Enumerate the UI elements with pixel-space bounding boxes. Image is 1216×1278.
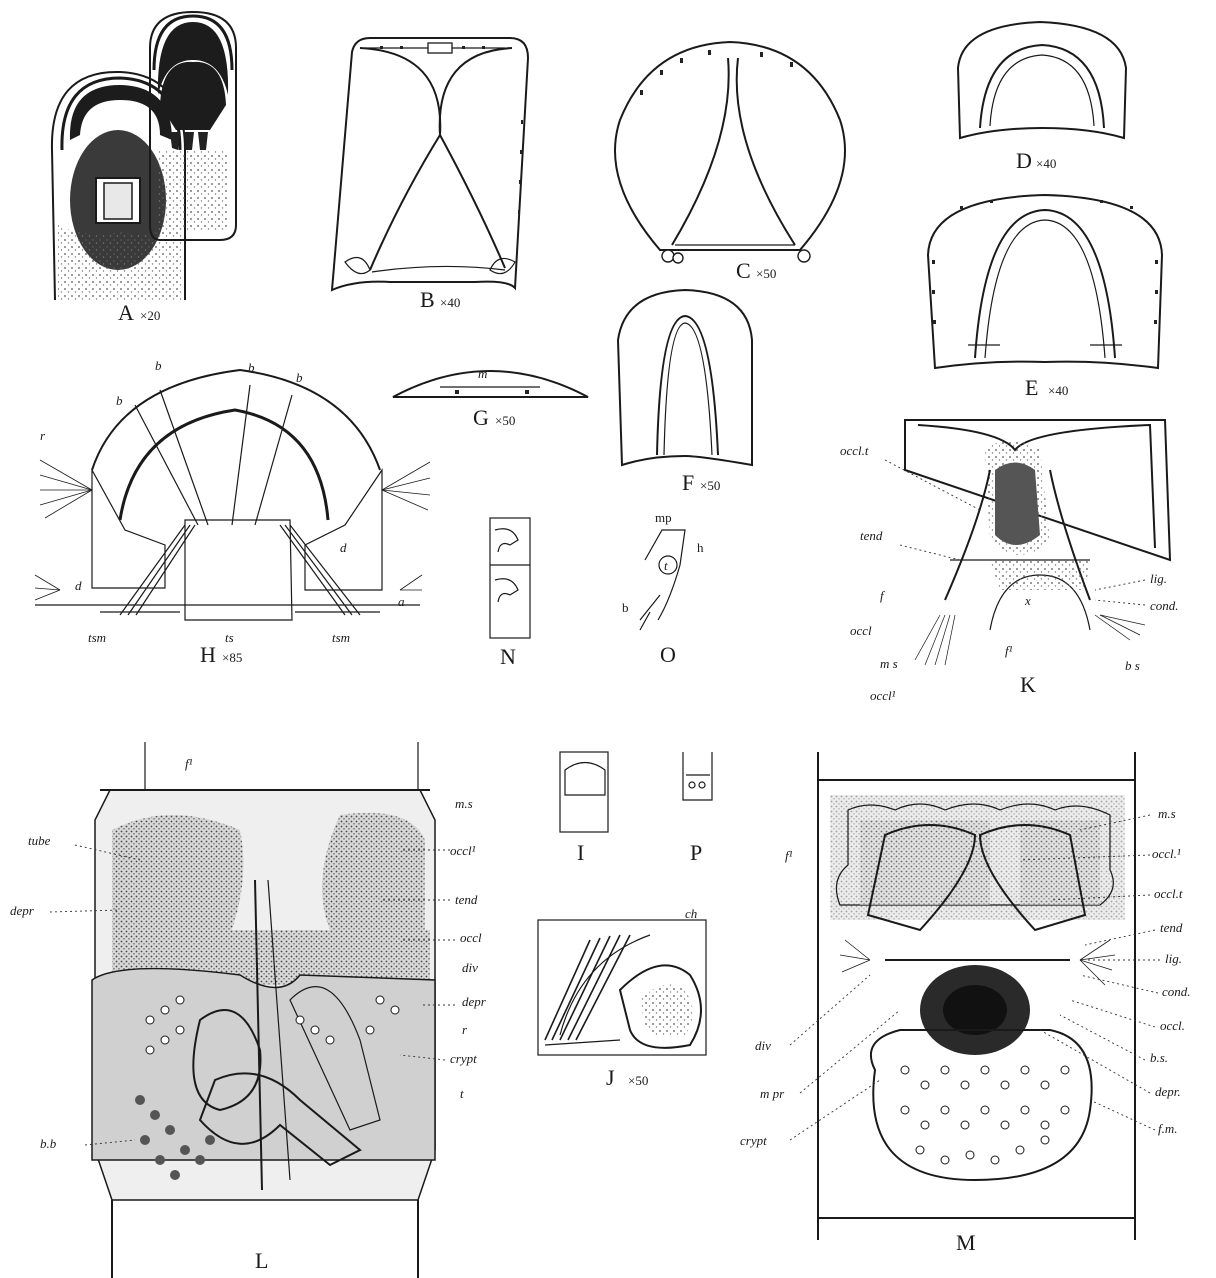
h-label-b1: b bbox=[155, 358, 162, 373]
figure-k: occl.t tend f occl m s occl¹ x f¹ lig. c… bbox=[840, 420, 1179, 703]
figure-l: f¹ m.s tube occl¹ depr tend occl div dep… bbox=[10, 742, 487, 1278]
figure-d bbox=[958, 22, 1126, 138]
caption-f-mag: ×50 bbox=[700, 478, 720, 493]
caption-h-mag: ×85 bbox=[222, 650, 242, 665]
l-label-occl: occl bbox=[460, 930, 482, 945]
caption-i-letter: I bbox=[577, 840, 584, 865]
caption-l-letter: L bbox=[255, 1248, 268, 1273]
figure-o: mp h t b bbox=[622, 510, 704, 630]
figure-a bbox=[52, 12, 236, 300]
caption-b-mag: ×40 bbox=[440, 295, 460, 310]
k-label-f1: f¹ bbox=[1005, 643, 1013, 658]
l-label-div: div bbox=[462, 960, 478, 975]
h-label-r: r bbox=[40, 428, 46, 443]
caption-o-letter: O bbox=[660, 642, 676, 667]
k-label-f: f bbox=[880, 588, 886, 603]
figure-b bbox=[332, 38, 528, 290]
m-label-div: div bbox=[755, 1038, 771, 1053]
figure-j: ch bbox=[538, 906, 706, 1055]
figure-g: m bbox=[393, 366, 588, 397]
k-label-m-s: m s bbox=[880, 656, 898, 671]
figure-m: f¹ m.s occl.¹ occl.t tend lig. cond. occ… bbox=[740, 752, 1191, 1240]
k-label-lig: lig. bbox=[1150, 571, 1167, 586]
caption-j-mag: ×50 bbox=[628, 1073, 648, 1088]
m-label-cond: cond. bbox=[1162, 984, 1191, 999]
figure-c bbox=[615, 42, 845, 263]
m-label-crypt: crypt bbox=[740, 1133, 767, 1148]
l-label-m-s: m.s bbox=[455, 796, 473, 811]
o-label-mp: mp bbox=[655, 510, 672, 525]
m-label-depr: depr. bbox=[1155, 1084, 1181, 1099]
l-label-t: t bbox=[460, 1086, 464, 1101]
figure-h: b b b b r d d a tsm ts tsm bbox=[35, 358, 430, 645]
m-label-f1: f¹ bbox=[785, 848, 793, 863]
caption-a-letter: A bbox=[118, 300, 134, 325]
o-label-t: t bbox=[664, 558, 668, 573]
h-label-b3: b bbox=[296, 370, 303, 385]
caption-d-letter: D bbox=[1016, 148, 1032, 173]
h-label-tsm2: tsm bbox=[332, 630, 350, 645]
l-label-f1: f¹ bbox=[185, 756, 193, 771]
j-label-ch: ch bbox=[685, 906, 697, 921]
k-label-cond: cond. bbox=[1150, 598, 1179, 613]
caption-k-letter: K bbox=[1020, 672, 1036, 697]
caption-c-letter: C bbox=[736, 258, 751, 283]
caption-e-mag: ×40 bbox=[1048, 383, 1068, 398]
caption-e-letter: E bbox=[1025, 375, 1038, 400]
figure-f bbox=[618, 290, 752, 465]
k-label-b-s: b s bbox=[1125, 658, 1140, 673]
m-label-tend: tend bbox=[1160, 920, 1183, 935]
caption-b-letter: B bbox=[420, 287, 435, 312]
l-label-depr-left: depr bbox=[10, 903, 35, 918]
k-label-tend: tend bbox=[860, 528, 883, 543]
caption-c-mag: ×50 bbox=[756, 266, 776, 281]
h-label-tsm1: tsm bbox=[88, 630, 106, 645]
m-label-occl-t: occl.t bbox=[1154, 886, 1183, 901]
k-label-occl: occl bbox=[850, 623, 872, 638]
o-label-h: h bbox=[697, 540, 704, 555]
l-label-r: r bbox=[462, 1022, 468, 1037]
m-label-m-pr: m pr bbox=[760, 1086, 785, 1101]
h-label-ts: ts bbox=[225, 630, 234, 645]
figure-n bbox=[490, 518, 530, 638]
g-label-m: m bbox=[478, 366, 487, 381]
caption-n-letter: N bbox=[500, 644, 516, 669]
caption-g-mag: ×50 bbox=[495, 413, 515, 428]
h-label-d2: d bbox=[75, 578, 82, 593]
figure-e bbox=[928, 195, 1162, 368]
m-label-f-m: f.m. bbox=[1158, 1121, 1178, 1136]
k-label-x: x bbox=[1024, 593, 1031, 608]
l-label-bb: b.b bbox=[40, 1136, 57, 1151]
m-label-m-s: m.s bbox=[1158, 806, 1176, 821]
m-label-occl: occl. bbox=[1160, 1018, 1185, 1033]
figure-p bbox=[683, 752, 712, 800]
h-label-b2: b bbox=[248, 360, 255, 375]
m-label-lig: lig. bbox=[1165, 951, 1182, 966]
caption-p-letter: P bbox=[690, 840, 702, 865]
o-label-b: b bbox=[622, 600, 629, 615]
caption-d-mag: ×40 bbox=[1036, 156, 1056, 171]
caption-a-mag: ×20 bbox=[140, 308, 160, 323]
k-label-occl-t: occl.t bbox=[840, 443, 869, 458]
caption-h-letter: H bbox=[200, 642, 216, 667]
l-label-crypt: crypt bbox=[450, 1051, 477, 1066]
caption-f-letter: F bbox=[682, 470, 694, 495]
h-label-d1: d bbox=[340, 540, 347, 555]
l-label-depr-right: depr bbox=[462, 994, 487, 1009]
caption-m-letter: M bbox=[956, 1230, 976, 1255]
l-label-tend: tend bbox=[455, 892, 478, 907]
figure-i bbox=[560, 752, 608, 832]
m-label-occl1: occl.¹ bbox=[1152, 846, 1181, 861]
h-label-b4: b bbox=[116, 393, 123, 408]
h-label-a: a bbox=[398, 594, 405, 609]
l-label-occl1: occl¹ bbox=[450, 843, 476, 858]
m-label-b-s: b.s. bbox=[1150, 1050, 1168, 1065]
k-label-occl1: occl¹ bbox=[870, 688, 896, 703]
caption-g-letter: G bbox=[473, 405, 489, 430]
caption-j-letter: J bbox=[606, 1065, 615, 1090]
l-label-tube: tube bbox=[28, 833, 51, 848]
